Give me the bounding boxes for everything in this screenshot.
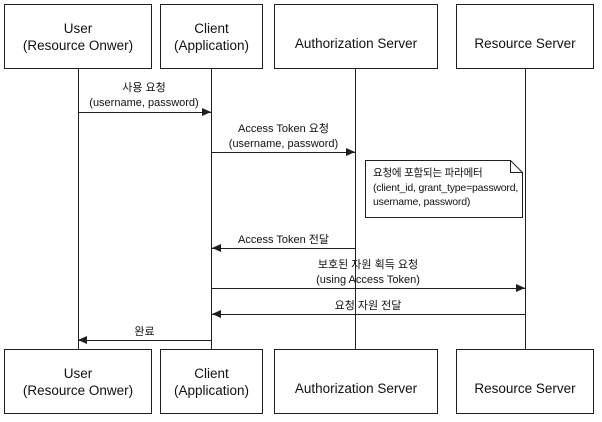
message-text: 사용 요청 [122,82,166,94]
message-5-label: 요청 자원 전달 [211,299,525,314]
message-4-label: 보호된 자원 획득 요청 (using Access Token) [211,258,525,287]
lifeline-user [78,69,79,349]
actor-subtitle: (Application) [173,37,250,53]
note-shape [365,160,523,218]
arrowhead-right-icon [202,108,211,116]
actor-top-authorization-server: Authorization Server [274,4,438,69]
actor-subtitle: (Application) [173,382,250,398]
note-fold-corner-icon [510,160,523,173]
note-line: username, password) [373,196,471,208]
message-3-line [212,248,355,249]
message-subtext: (username, password) [89,96,199,109]
actor-name: Client [194,365,229,381]
actor-top-resource-server: Resource Server [456,4,594,69]
message-4-line [212,288,525,289]
message-6-label: 완료 [78,325,211,340]
arrowhead-right-icon [516,284,525,292]
message-text: 보호된 자원 획득 요청 [317,259,419,271]
message-3-label: Access Token 전달 [211,233,356,248]
actor-name: Authorization Server [294,381,418,396]
arrowhead-left-icon [212,244,221,252]
actor-bottom-authorization-server: Authorization Server [274,349,438,414]
actor-name: Client [194,20,229,36]
note-line: 요청에 포함되는 파라메터 [373,167,483,179]
lifeline-authorization-server [355,69,356,349]
message-2-label: Access Token 요청 (username, password) [211,122,356,151]
lifeline-resource-server [525,69,526,349]
actor-name: Authorization Server [294,36,418,51]
message-6-line [79,340,211,341]
message-1-line [79,112,211,113]
message-text: 요청 자원 전달 [334,300,402,312]
message-subtext: (username, password) [228,137,339,150]
arrowhead-left-icon [78,336,87,344]
actor-subtitle: (Resource Onwer) [22,382,134,398]
actor-top-user: User (Resource Onwer) [4,4,152,69]
lifeline-client [211,69,212,349]
actor-name: User [63,20,93,36]
actor-name: Resource Server [474,381,576,396]
note-parameters: 요청에 포함되는 파라메터 (client_id, grant_type=pas… [365,160,523,218]
message-text: 완료 [134,326,155,338]
message-1-label: 사용 요청 (username, password) [77,81,211,110]
actor-subtitle: (Resource Onwer) [22,37,134,53]
actor-bottom-client: Client (Application) [160,349,263,414]
arrowhead-left-icon [212,310,221,318]
actor-bottom-user: User (Resource Onwer) [4,349,152,414]
message-2-line [212,152,355,153]
actor-name: User [63,365,93,381]
actor-bottom-resource-server: Resource Server [456,349,594,414]
note-text: 요청에 포함되는 파라메터 (client_id, grant_type=pas… [373,166,519,210]
actor-name: Resource Server [474,36,576,51]
message-text: Access Token 전달 [238,234,329,246]
message-5-line [212,314,525,315]
note-line: (client_id, grant_type=password, [373,181,519,194]
actor-top-client: Client (Application) [160,4,263,69]
message-subtext: (using Access Token) [316,273,420,286]
message-text: Access Token 요청 [238,123,329,135]
arrowhead-right-icon [346,148,355,156]
